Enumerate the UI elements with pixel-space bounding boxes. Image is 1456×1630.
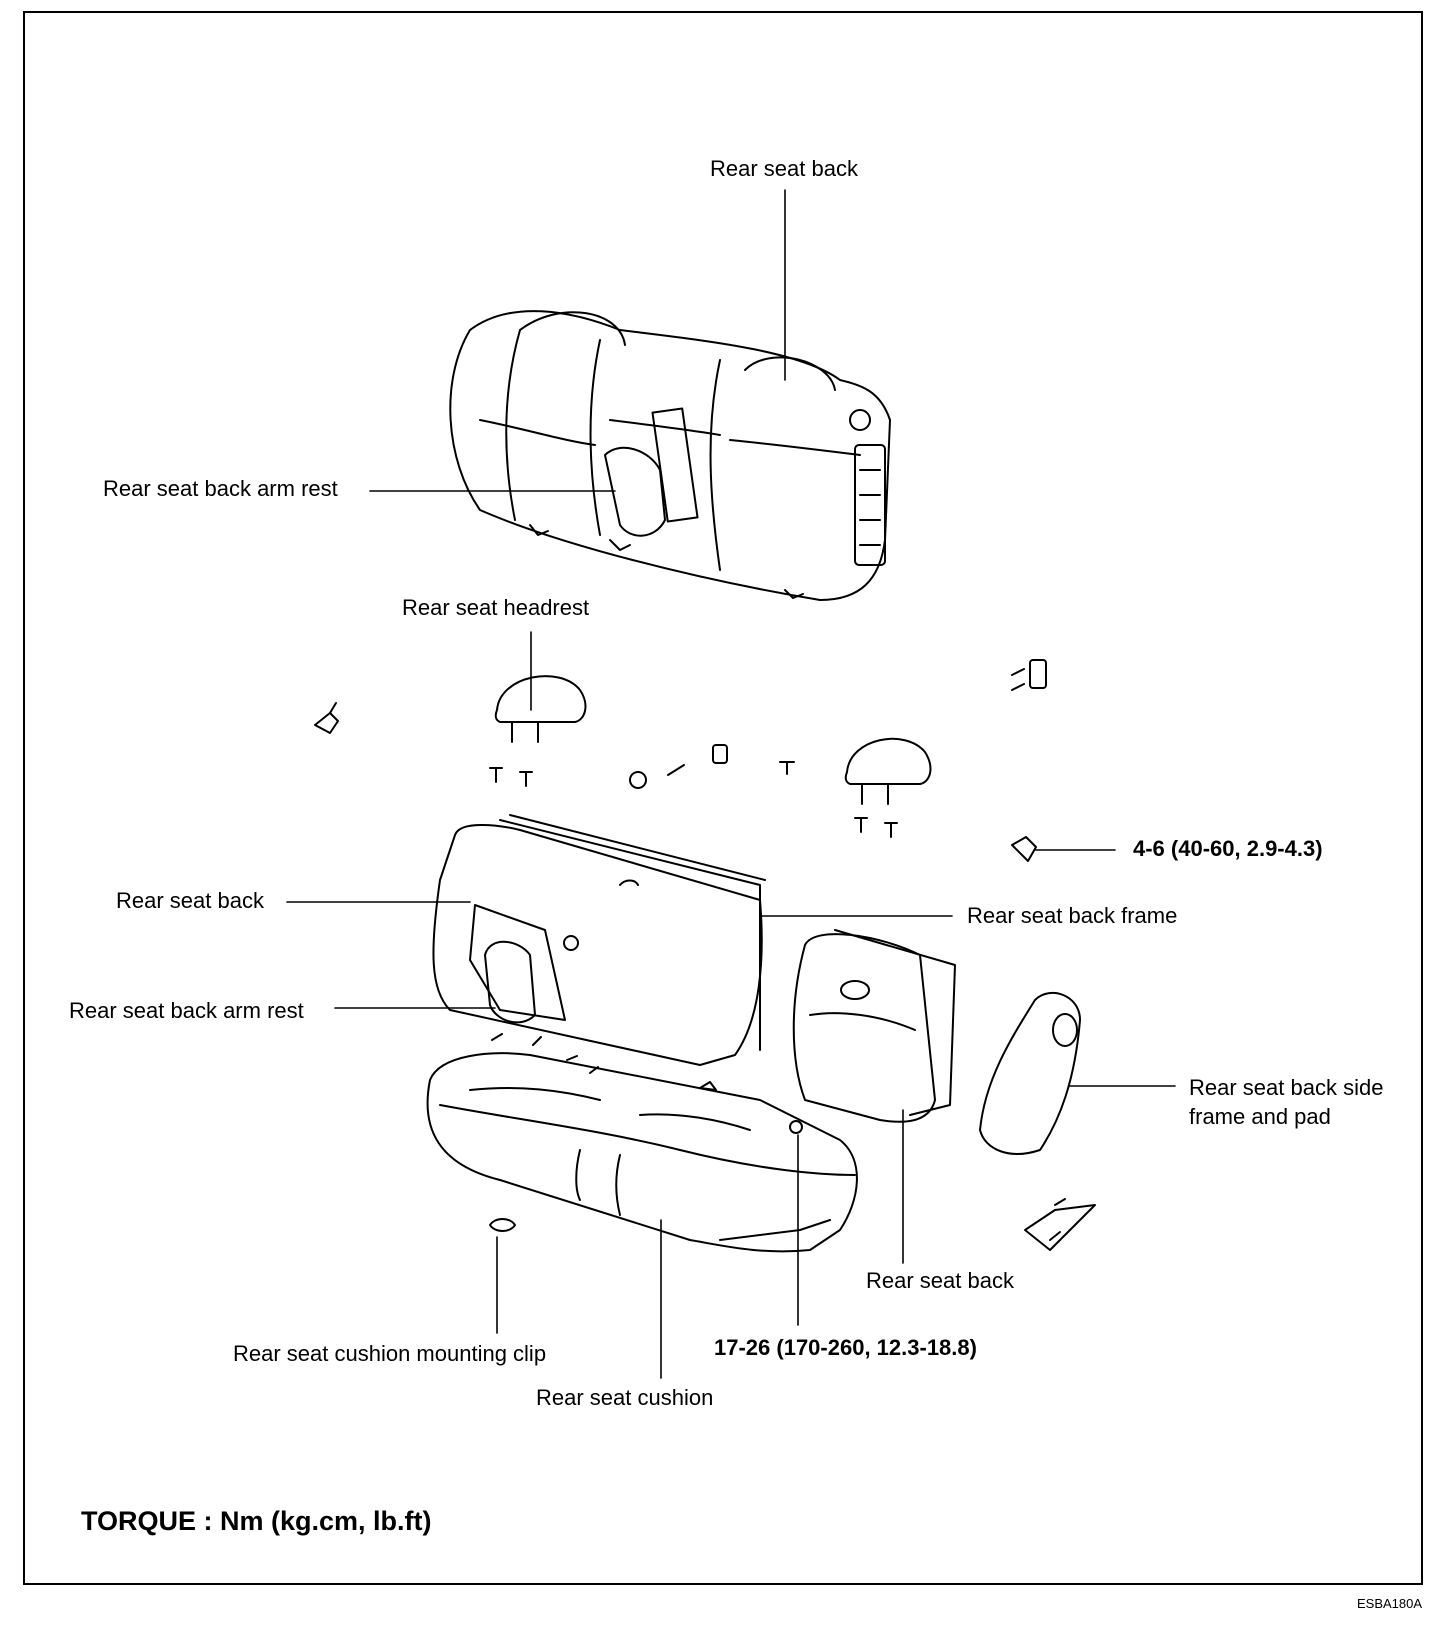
fasteners (314, 659, 1096, 1251)
rear-seat-back-left-drawing (432, 814, 766, 1066)
rear-seat-headrest-right (844, 737, 932, 805)
torque-units-note: TORQUE : Nm (kg.cm, lb.ft) (81, 1506, 432, 1536)
label-headrest: Rear seat headrest (402, 595, 590, 620)
label-side-frame-line1: Rear seat back side (1189, 1075, 1384, 1100)
label-arm-rest-lower: Rear seat back arm rest (69, 998, 304, 1023)
side-frame-and-pad-drawing (979, 991, 1081, 1155)
label-cushion-clip: Rear seat cushion mounting clip (233, 1341, 547, 1366)
rear-seat-back-right-drawing (792, 929, 956, 1123)
rear-seat-headrest-left (494, 675, 587, 743)
rear-seat-cushion-drawing (426, 1052, 858, 1253)
label-arm-rest-top: Rear seat back arm rest (103, 476, 338, 501)
label-rear-seat-back-left: Rear seat back (116, 888, 264, 913)
figure-code: ESBA180A (1357, 1596, 1423, 1611)
label-side-frame-line2: frame and pad (1189, 1104, 1331, 1129)
label-torque-large: 17-26 (170-260, 12.3-18.8) (714, 1335, 977, 1360)
label-rear-seat-back-bottom: Rear seat back (866, 1268, 1014, 1293)
label-cushion: Rear seat cushion (536, 1385, 714, 1410)
label-rear-seat-back-top: Rear seat back (710, 156, 858, 181)
diagram-frame (23, 11, 1423, 1585)
leader-lines (286, 189, 1176, 1379)
label-torque-small: 4-6 (40-60, 2.9-4.3) (1133, 836, 1323, 861)
rear-seat-back-assembly-drawing (449, 310, 891, 601)
label-seat-back-frame: Rear seat back frame (967, 903, 1178, 928)
